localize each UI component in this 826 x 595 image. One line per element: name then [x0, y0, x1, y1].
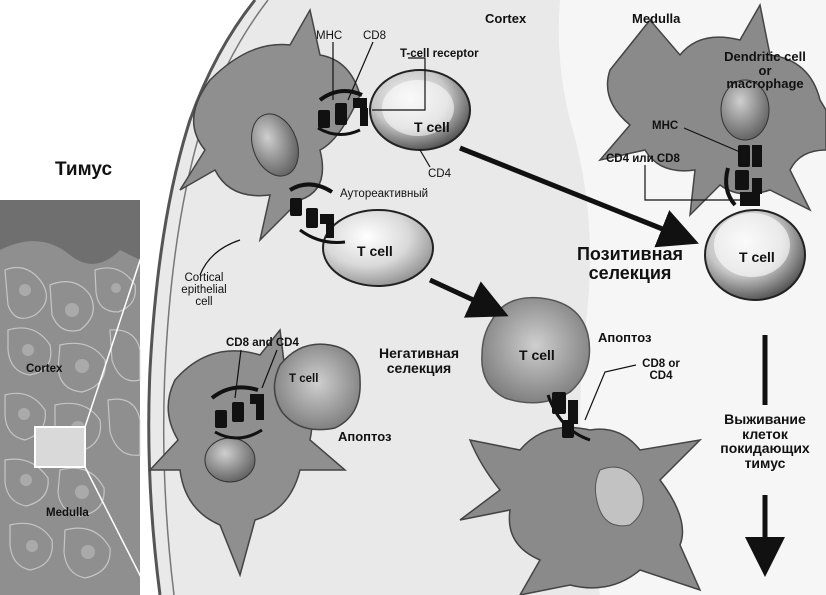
dendritic-line-1: Dendritic cell	[705, 50, 825, 64]
survival-line-1: Выживание	[706, 412, 824, 427]
survival-line-2: клеток	[706, 427, 824, 442]
survival-line-4: тимус	[706, 456, 824, 471]
cd8-or-cd4-label: CD8 or CD4	[636, 358, 686, 382]
thymus-label: Тимус	[55, 160, 112, 180]
apoptosis-label-left: Апоптоз	[338, 430, 391, 444]
cortical-label-line-2: epithelial	[174, 284, 234, 296]
cortex-header: Cortex	[485, 12, 526, 26]
dendritic-cell-label: Dendritic cell or macrophage	[705, 50, 825, 91]
tcell-label-3: T cell	[289, 373, 318, 385]
cd8-and-cd4-label: CD8 and CD4	[226, 337, 299, 349]
cortical-label-line-1: Cortical	[174, 272, 234, 284]
tcell-label-4: T cell	[519, 348, 555, 363]
tcell-apoptotic-left	[274, 344, 360, 429]
tcr-label: T-cell receptor	[400, 48, 479, 60]
positive-label-line-1: Позитивная	[565, 245, 695, 264]
cd8-label-top: CD8	[363, 30, 386, 42]
dendritic-line-2: or	[705, 64, 825, 78]
medulla-header: Medulla	[632, 12, 680, 26]
dendritic-line-3: macrophage	[705, 77, 825, 91]
positive-selection-label: Позитивная селекция	[565, 245, 695, 283]
tcell-label-2: T cell	[357, 244, 393, 259]
survival-label: Выживание клеток покидающих тимус	[706, 412, 824, 471]
cortex-inset-label: Cortex	[26, 363, 62, 375]
thymus-tissue	[0, 200, 155, 595]
negative-label-line-2: селекция	[370, 361, 468, 376]
positive-label-line-2: селекция	[565, 264, 695, 283]
autoreactive-label: Аутореактивный	[340, 188, 428, 200]
negative-label-line-1: Негативная	[370, 346, 468, 361]
tcell-label-5: T cell	[739, 250, 775, 265]
negative-selection-label: Негативная селекция	[370, 346, 468, 375]
cd4-label-top: CD4	[428, 168, 451, 180]
mhc-label-top: MHC	[316, 30, 342, 42]
mhc-label-right: MHC	[652, 120, 678, 132]
cd4-or-cd8-label: CD4 или CD8	[606, 153, 680, 165]
cd8-or-cd4-line-1: CD8 or	[636, 358, 686, 370]
cortical-label-line-3: cell	[174, 296, 234, 308]
survival-line-3: покидающих	[706, 441, 824, 456]
apoptosis-label-mid: Апоптоз	[598, 331, 651, 345]
cd8-or-cd4-line-2: CD4	[636, 370, 686, 382]
cortical-epithelial-label: Cortical epithelial cell	[174, 272, 234, 308]
tcell-label-1: T cell	[414, 120, 450, 135]
medulla-inset-label: Medulla	[46, 507, 89, 519]
